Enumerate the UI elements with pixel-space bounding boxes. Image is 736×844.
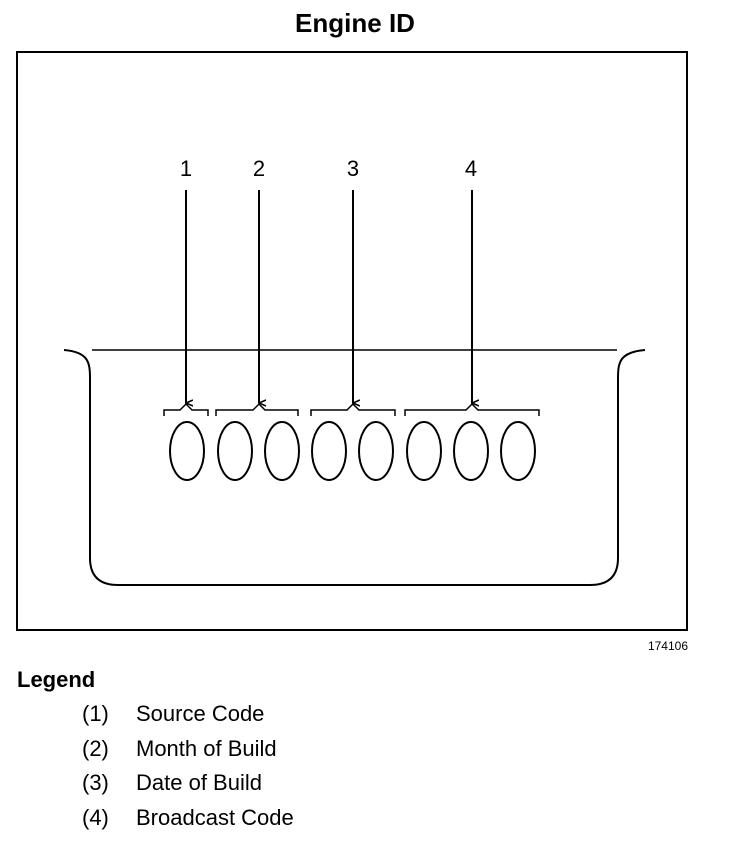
diagram-title: Engine ID xyxy=(295,8,415,38)
character-slot xyxy=(453,421,489,481)
figure-border xyxy=(16,51,688,631)
bracket-month-of-build xyxy=(215,402,299,416)
legend-item: (1) Source Code xyxy=(82,701,294,736)
character-slot xyxy=(311,421,347,481)
legend-item-label: Month of Build xyxy=(136,735,277,761)
character-slot xyxy=(169,421,205,481)
callout-2: 2 xyxy=(253,156,265,181)
bracket-broadcast-code xyxy=(404,402,540,416)
legend-title: Legend xyxy=(17,667,96,692)
callout-1: 1 xyxy=(180,156,192,181)
legend-item-label: Broadcast Code xyxy=(136,804,294,830)
legend-item-label: Date of Build xyxy=(136,770,262,795)
bracket-source-code xyxy=(163,402,209,416)
legend-item: (4) Broadcast Code xyxy=(82,805,294,840)
legend-list: (1) Source Code (2) Month of Build (3) Date… xyxy=(82,701,294,839)
engine-block-outline xyxy=(63,349,646,586)
character-slot xyxy=(217,421,253,481)
bracket-date-of-build xyxy=(310,402,396,416)
character-slot xyxy=(500,421,536,481)
figure-number: 174106 xyxy=(647,639,688,653)
character-slot xyxy=(358,421,394,481)
engine-id-figure: 1 2 3 4 xyxy=(16,51,688,631)
legend-item-number: (4) xyxy=(82,804,109,830)
legend-item-number: (2) xyxy=(82,735,109,761)
callout-4: 4 xyxy=(465,156,477,181)
legend-item: (3) Date of Build xyxy=(82,770,294,805)
legend-item-label: Source Code xyxy=(136,701,265,726)
legend-item: (2) Month of Build xyxy=(82,736,294,771)
legend-item-number: (3) xyxy=(82,770,109,795)
legend-item-number: (1) xyxy=(82,701,109,726)
character-slot xyxy=(406,421,442,481)
callout-3: 3 xyxy=(347,156,359,181)
character-slot xyxy=(264,421,300,481)
